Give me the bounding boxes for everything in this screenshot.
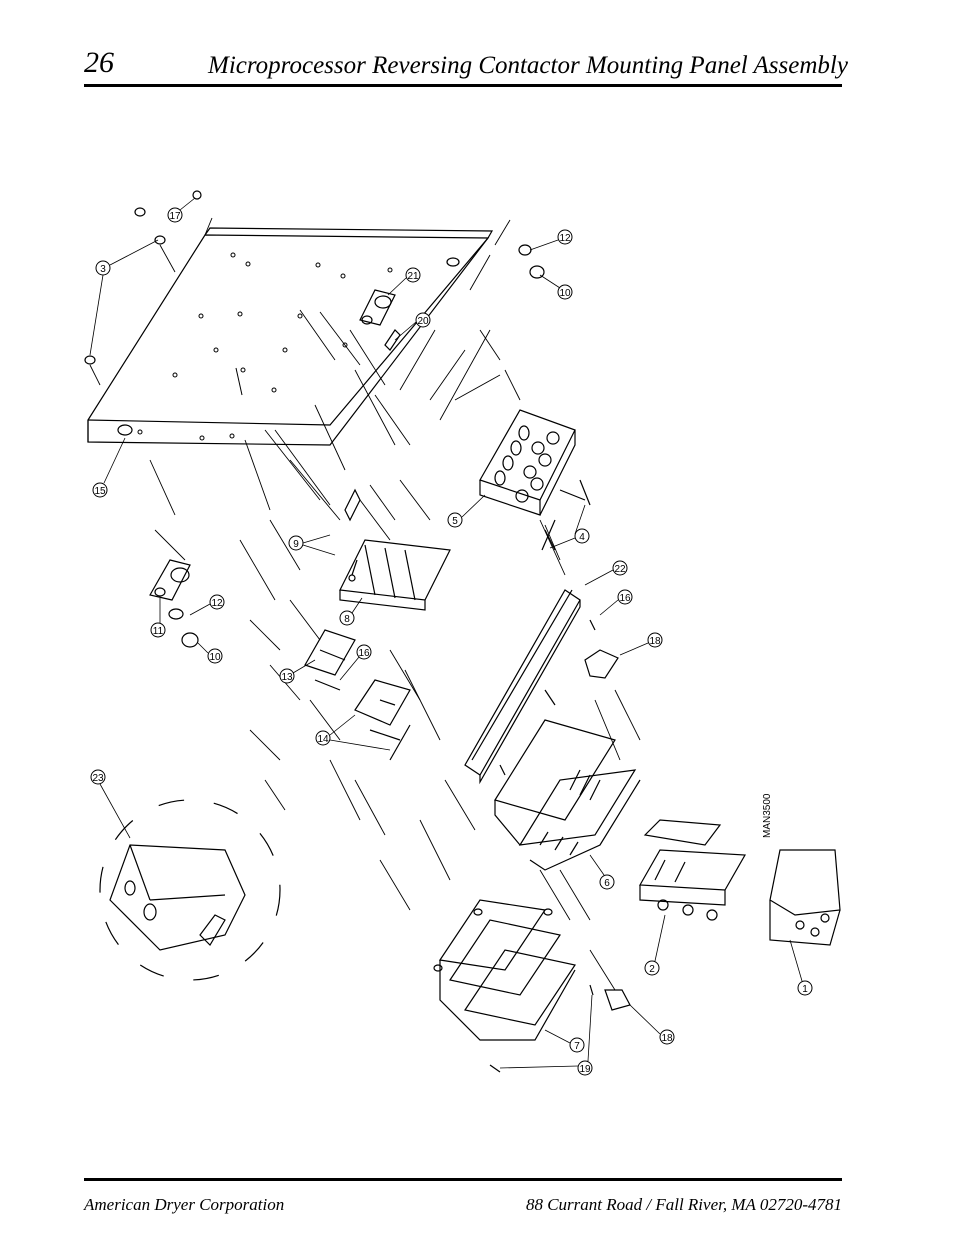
- fuse-holders: [304, 629, 411, 761]
- din-rail-22: [464, 589, 631, 1011]
- callout-11: 11: [150, 622, 166, 638]
- svg-text:23: 23: [92, 773, 104, 784]
- callout-12-top: 12: [557, 229, 573, 245]
- callout-9: 9: [288, 535, 304, 551]
- contactor-6: [494, 719, 641, 871]
- callout-18-bottom: 18: [659, 1029, 675, 1045]
- terminal-block-5: [479, 409, 586, 551]
- drawing-number: MAN3500: [762, 793, 773, 838]
- page-title: Microprocessor Reversing Contactor Mount…: [208, 52, 848, 79]
- footer-address: 88 Currant Road / Fall River, MA 02720-4…: [525, 1195, 842, 1214]
- callout-4: 4: [574, 528, 590, 544]
- callout-17: 17: [167, 207, 183, 223]
- svg-text:10: 10: [209, 652, 221, 663]
- svg-text:17: 17: [169, 211, 181, 222]
- overload-relay-2: [638, 819, 747, 921]
- svg-text:4: 4: [579, 532, 585, 543]
- callout-1: 1: [797, 980, 813, 996]
- bracket-21: [359, 289, 401, 351]
- callout-16-top: 16: [617, 589, 633, 605]
- callout-18-top: 18: [647, 632, 663, 648]
- callout-5: 5: [447, 512, 463, 528]
- svg-text:18: 18: [649, 636, 661, 647]
- svg-text:15: 15: [94, 486, 106, 497]
- svg-text:16: 16: [619, 593, 631, 604]
- svg-text:1: 1: [802, 984, 808, 995]
- svg-text:18: 18: [661, 1033, 673, 1044]
- callout-20: 20: [415, 312, 431, 328]
- callout-22: 22: [612, 560, 628, 576]
- svg-text:3: 3: [100, 264, 106, 275]
- svg-text:12: 12: [211, 598, 223, 609]
- projection-lines: [89, 217, 641, 991]
- page-number: 26: [84, 46, 114, 79]
- svg-text:6: 6: [604, 878, 610, 889]
- hardware-nuts-screws: [84, 190, 596, 1073]
- mounting-panel: [87, 227, 494, 446]
- svg-text:5: 5: [452, 516, 458, 527]
- terminal-1: [769, 849, 841, 946]
- transformer-7: [433, 899, 576, 1041]
- svg-text:10: 10: [559, 288, 571, 299]
- svg-text:20: 20: [417, 316, 429, 327]
- callout-2: 2: [644, 960, 660, 976]
- svg-text:9: 9: [293, 539, 299, 550]
- callout-leaders: [89, 197, 803, 1069]
- callout-12-mid: 12: [209, 594, 225, 610]
- svg-text:8: 8: [344, 614, 350, 625]
- svg-text:14: 14: [317, 734, 329, 745]
- svg-text:11: 11: [153, 626, 164, 637]
- svg-text:21: 21: [407, 271, 419, 282]
- footer-rule: [84, 1178, 842, 1181]
- callout-6: 6: [599, 874, 615, 890]
- callout-13: 13: [279, 668, 295, 684]
- svg-text:7: 7: [574, 1041, 580, 1052]
- svg-text:19: 19: [579, 1064, 591, 1075]
- callout-15: 15: [92, 482, 108, 498]
- footer-company: American Dryer Corporation: [84, 1195, 285, 1214]
- callout-7: 7: [569, 1037, 585, 1053]
- callout-3: 3: [95, 260, 111, 276]
- callout-16-mid: 16: [356, 644, 372, 660]
- header-rule: [84, 84, 842, 87]
- svg-text:2: 2: [649, 964, 655, 975]
- relay-8: [339, 488, 451, 611]
- callout-10-top: 10: [557, 284, 573, 300]
- detail-23: [99, 799, 281, 981]
- callout-23: 23: [90, 769, 106, 785]
- callout-10-mid: 10: [207, 648, 223, 664]
- svg-text:22: 22: [614, 564, 626, 575]
- svg-text:12: 12: [559, 233, 571, 244]
- callout-21: 21: [405, 267, 421, 283]
- callout-19: 19: [577, 1060, 593, 1076]
- callout-14: 14: [315, 730, 331, 746]
- svg-text:16: 16: [358, 648, 370, 659]
- svg-text:13: 13: [281, 672, 293, 683]
- callout-8: 8: [339, 610, 355, 626]
- bracket-11: [149, 559, 199, 648]
- callout-balloons: 3 17 12 10 21 20 15 5 4 9 8 22 16 18 11 …: [90, 207, 813, 1076]
